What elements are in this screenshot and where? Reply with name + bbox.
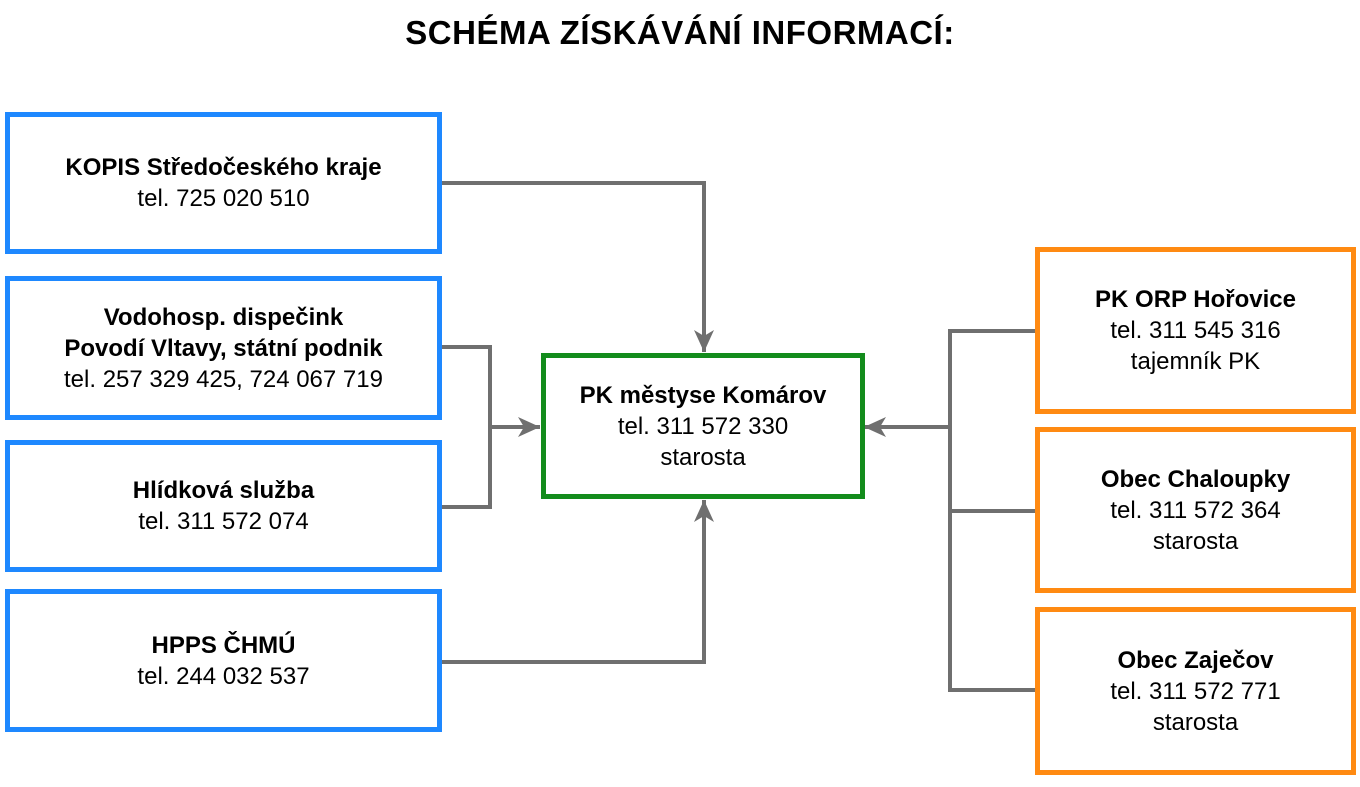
municipality-box-zajecov: Obec Zaječov tel. 311 572 771 starosta (1035, 607, 1356, 775)
center-box-pk-komarov: PK městyse Komárov tel. 311 572 330 star… (541, 353, 865, 499)
diagram-title: SCHÉMA ZÍSKÁVÁNÍ INFORMACÍ: (405, 14, 955, 51)
municipality-role: tajemník PK (1130, 348, 1261, 375)
municipality-name: Obec Zaječov (1117, 646, 1274, 674)
source-phone: tel. 725 020 510 (137, 185, 310, 212)
center-phone: tel. 311 572 330 (617, 412, 789, 440)
source-box-hlidkova-sluzba: Hlídková služba tel. 311 572 074 (5, 440, 442, 572)
source-name: KOPIS Středočeského kraje (65, 154, 382, 181)
source-name: HPPS ČHMÚ (151, 631, 296, 659)
connector-hpps-to-center (441, 500, 714, 664)
source-name: Hlídková služba (132, 477, 315, 504)
municipality-role: starosta (1152, 527, 1239, 555)
source-box-kopis: KOPIS Středočeského kraje tel. 725 020 5… (5, 112, 442, 254)
municipality-name: Obec Chaloupky (1100, 465, 1291, 493)
municipality-role: starosta (1152, 708, 1239, 736)
municipality-box-pk-orp-horovice: PK ORP Hořovice tel. 311 545 316 tajemní… (1035, 247, 1356, 414)
source-box-vodohosp-dispecink: Vodohosp. dispečink Povodí Vltavy, státn… (5, 276, 442, 420)
source-phone: tel. 244 032 537 (137, 662, 310, 690)
connector-kopis-to-center (441, 181, 714, 352)
source-phone: tel. 257 329 425, 724 067 719 (64, 365, 383, 393)
source-name-line-2: Povodí Vltavy, státní podnik (64, 334, 383, 362)
municipality-phone: tel. 311 572 364 (1110, 496, 1281, 524)
municipality-phone: tel. 311 545 316 (1110, 317, 1281, 344)
connector-dispecink-bracket (441, 345, 492, 509)
source-name: Vodohosp. dispečink (103, 303, 344, 331)
municipality-box-chaloupky: Obec Chaloupky tel. 311 572 364 starosta (1035, 427, 1356, 593)
source-box-hpps-chmu: HPPS ČHMÚ tel. 244 032 537 (5, 589, 442, 732)
center-role: starosta (660, 443, 746, 471)
source-phone: tel. 311 572 074 (138, 508, 309, 535)
municipality-phone: tel. 311 572 771 (1110, 677, 1281, 705)
municipality-name: PK ORP Hořovice (1095, 286, 1296, 313)
center-name: PK městyse Komárov (579, 381, 827, 409)
